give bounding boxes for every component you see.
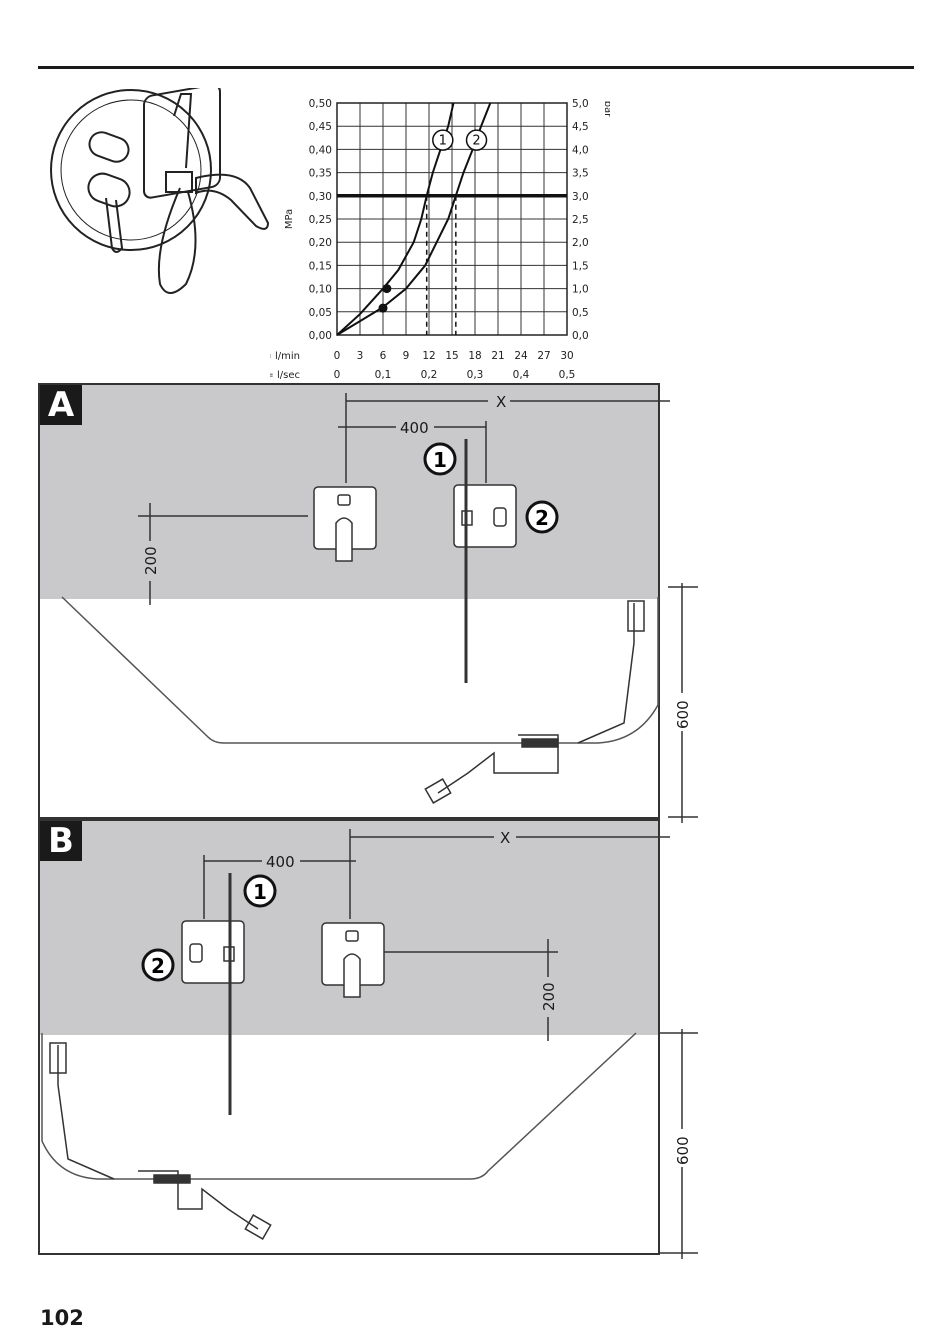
dim-x-a: X <box>496 393 506 411</box>
panel-b-drawing: X 400 200 600 1 2 <box>38 819 698 1259</box>
y-left-label: MPa <box>284 209 295 229</box>
svg-text:2: 2 <box>535 506 549 530</box>
overflow-pipe-a <box>578 603 634 743</box>
callout-2-a: 2 <box>527 502 557 532</box>
y-left-tick: 0,10 <box>309 284 332 296</box>
diverter-knob <box>86 129 132 165</box>
mixer-knob <box>84 170 133 211</box>
y-right-tick: 2,5 <box>572 214 589 226</box>
y-right-tick: 3,5 <box>572 168 589 180</box>
x-lsec-tick: 0 <box>334 369 341 381</box>
x-lmin-tick: 30 <box>560 350 573 362</box>
series-1-marker <box>382 284 391 293</box>
x-lmin-tick: 6 <box>380 350 387 362</box>
x-lmin-tick: 0 <box>334 350 341 362</box>
mixer-rosette <box>51 90 211 250</box>
y-right-tick: 1,5 <box>572 260 589 272</box>
x-lmin-tick: 3 <box>357 350 364 362</box>
dim-200-a: 200 <box>142 546 160 575</box>
x-lsec-tick: 0,1 <box>375 369 392 381</box>
y-right-tick: 4,5 <box>572 121 589 133</box>
x-lsec-label: Q = l/sec <box>270 370 300 381</box>
y-right-tick: 3,0 <box>572 191 589 203</box>
svg-text:1: 1 <box>433 448 447 472</box>
y-left-tick: 0,05 <box>309 307 332 319</box>
svg-text:2: 2 <box>151 954 165 978</box>
callout-2-b: 2 <box>143 950 173 980</box>
x-lmin-tick: 18 <box>468 350 481 362</box>
flow-chart: 0,000,050,100,150,200,250,300,350,400,45… <box>270 95 610 385</box>
x-lmin-tick: 24 <box>514 350 528 362</box>
callout-1-b: 1 <box>245 876 275 906</box>
x-lmin-label: Q = l/min <box>270 351 300 362</box>
panel-a-drawing: X 400 200 600 1 2 <box>38 383 698 823</box>
y-left-tick: 0,20 <box>309 237 332 249</box>
y-left-tick: 0,25 <box>309 214 332 226</box>
y-right-tick: 5,0 <box>572 98 589 110</box>
product-illustration <box>36 88 282 310</box>
y-right-tick: 0,5 <box>572 307 589 319</box>
y-left-tick: 0,15 <box>309 260 332 272</box>
x-lsec-tick: 0,4 <box>513 369 530 381</box>
x-lmin-tick: 21 <box>491 350 504 362</box>
dim-600-a: 600 <box>674 700 692 729</box>
tub-b <box>42 1033 636 1179</box>
x-lmin-tick: 9 <box>403 350 410 362</box>
hand-shower <box>174 94 191 168</box>
dim-600-b: 600 <box>674 1136 692 1165</box>
y-right-tick: 0,0 <box>572 330 589 342</box>
tub-a <box>62 597 658 743</box>
y-left-tick: 0,00 <box>309 330 332 342</box>
y-right-label: bar <box>602 101 610 118</box>
y-left-tick: 0,40 <box>309 144 332 156</box>
x-lmin-tick: 27 <box>537 350 550 362</box>
spout <box>196 175 268 229</box>
y-left-tick: 0,30 <box>309 191 332 203</box>
x-lmin-tick: 15 <box>445 350 458 362</box>
y-left-tick: 0,45 <box>309 121 332 133</box>
y-right-tick: 4,0 <box>572 144 589 156</box>
dim-400-b: 400 <box>266 853 295 871</box>
series-2-callout-label: 2 <box>472 134 480 149</box>
series-1-callout-label: 1 <box>439 134 447 149</box>
callout-1-a: 1 <box>425 444 455 474</box>
series-2-marker <box>379 304 388 313</box>
shower-hose <box>159 188 196 293</box>
y-left-tick: 0,35 <box>309 168 332 180</box>
x-lmin-tick: 12 <box>422 350 435 362</box>
y-right-tick: 1,0 <box>572 284 589 296</box>
dim-400-a: 400 <box>400 419 429 437</box>
header-rule <box>38 66 914 69</box>
dim-x-b: X <box>500 829 510 847</box>
x-lsec-tick: 0,5 <box>559 369 576 381</box>
dim-200-b: 200 <box>540 982 558 1011</box>
x-lsec-tick: 0,3 <box>467 369 484 381</box>
y-left-tick: 0,50 <box>309 98 332 110</box>
x-lsec-tick: 0,2 <box>421 369 438 381</box>
page-number: 102 <box>40 1306 84 1330</box>
svg-text:1: 1 <box>253 880 267 904</box>
y-right-tick: 2,0 <box>572 237 589 249</box>
